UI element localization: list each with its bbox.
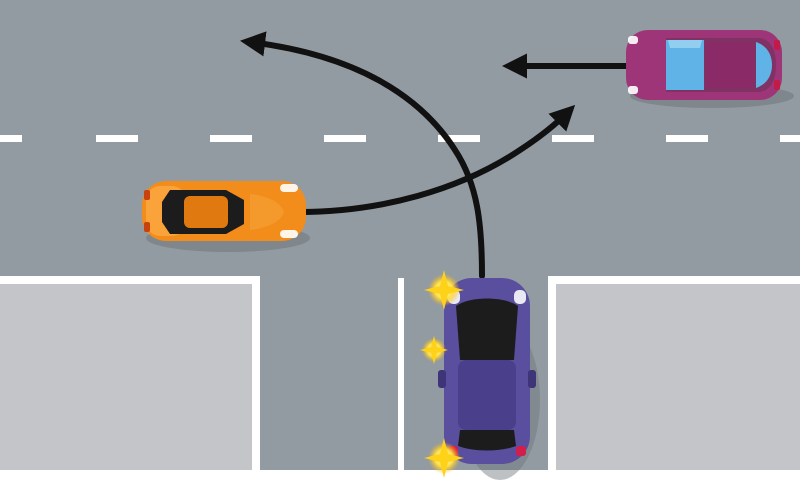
center-lane-marking <box>0 135 800 142</box>
orange-car-right-turn-arrow <box>297 104 576 215</box>
magenta-car <box>626 30 794 108</box>
indicator-flash-front <box>424 270 464 310</box>
road-bottom-strip <box>0 470 800 482</box>
indicator-flash-side <box>420 336 448 364</box>
orange-car <box>142 181 310 252</box>
purple-car-left-turn-arrow <box>239 31 485 279</box>
purple-car <box>438 278 540 480</box>
pavement-right <box>548 276 800 482</box>
pavement-left <box>0 276 260 482</box>
indicator-flash-rear <box>424 438 464 478</box>
side-street-edge-line <box>398 278 404 482</box>
